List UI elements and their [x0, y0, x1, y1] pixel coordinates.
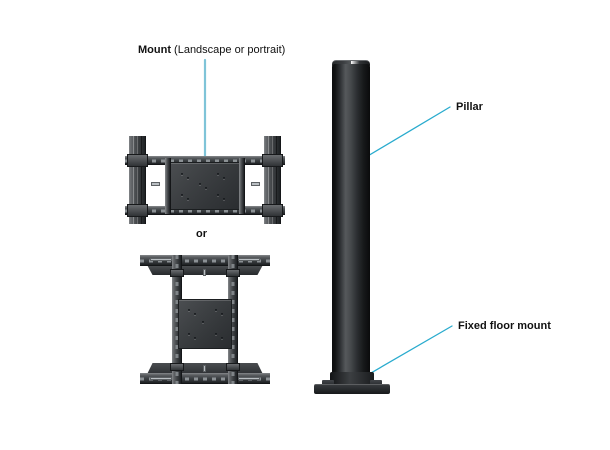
portrait-top-slot-right	[238, 258, 260, 261]
portrait-top-beam	[140, 255, 270, 266]
landscape-clamp-upper-right	[262, 154, 283, 167]
base-foot-right	[370, 380, 382, 387]
rail-slot-strip	[231, 255, 235, 384]
landscape-mount-assembly	[125, 136, 285, 228]
landscape-vesa-plate	[169, 162, 241, 210]
vesa-hole	[188, 333, 190, 335]
portrait-bottom-slot-right	[238, 377, 260, 380]
landscape-side-slot-right	[251, 182, 260, 186]
vesa-hole	[187, 198, 189, 200]
landscape-clamp-lower-right	[262, 204, 283, 217]
rail-slot-strip	[175, 255, 179, 384]
crossbar-slot-strip	[125, 159, 285, 162]
label-pillar: Pillar	[456, 101, 483, 114]
landscape-inner-rail-left	[165, 158, 171, 214]
beam-slot-strip	[140, 259, 270, 262]
portrait-mount-assembly	[140, 255, 270, 393]
portrait-bottom-beam	[140, 373, 270, 384]
landscape-side-slot-left	[151, 182, 160, 186]
label-or: or	[196, 228, 207, 240]
vesa-hole	[217, 194, 219, 196]
label-mount-regular: (Landscape or portrait)	[170, 44, 286, 56]
vesa-hole	[188, 309, 190, 311]
label-fixed-floor-mount: Fixed floor mount	[458, 320, 551, 333]
base-foot-left	[322, 380, 334, 387]
portrait-top-slot-left	[150, 258, 172, 261]
vesa-hole	[194, 313, 196, 315]
label-mount-bold: Mount	[138, 44, 171, 56]
vesa-hole	[181, 194, 183, 196]
fixed-floor-mount-assembly	[312, 372, 392, 398]
vesa-hole	[215, 333, 217, 335]
label-mount: Mount (Landscape or portrait)	[138, 44, 285, 57]
pillar-top-cap	[332, 60, 370, 67]
portrait-vesa-plate	[178, 299, 232, 349]
vesa-hole	[194, 337, 196, 339]
landscape-inner-rail-right	[239, 158, 245, 214]
vesa-hole	[221, 337, 223, 339]
portrait-clamp-bottom-left	[170, 363, 184, 371]
portrait-clamp-top-left	[170, 269, 184, 277]
landscape-clamp-upper-left	[127, 154, 148, 167]
vesa-hole	[205, 187, 207, 189]
portrait-center-tab-top	[203, 269, 206, 276]
portrait-clamp-top-right	[226, 269, 240, 277]
base-collar	[330, 372, 374, 384]
beam-slot-strip	[140, 377, 270, 380]
crossbar-slot-strip	[125, 209, 285, 212]
vesa-hole	[221, 313, 223, 315]
vesa-hole	[181, 173, 183, 175]
label-pillar-text: Pillar	[456, 101, 483, 113]
portrait-clamp-bottom-right	[226, 363, 240, 371]
portrait-center-tab-bottom	[203, 365, 206, 372]
vesa-hole	[223, 177, 225, 179]
vesa-hole	[187, 177, 189, 179]
vesa-hole	[215, 309, 217, 311]
portrait-bottom-slot-left	[150, 377, 172, 380]
vesa-hole	[217, 173, 219, 175]
vesa-hole	[199, 183, 201, 185]
base-plate	[314, 384, 390, 394]
label-fixed-floor-mount-text: Fixed floor mount	[458, 320, 551, 332]
vesa-hole	[223, 198, 225, 200]
pillar-assembly	[330, 60, 374, 390]
pillar-column	[332, 64, 370, 382]
vesa-hole	[202, 321, 204, 323]
landscape-clamp-lower-left	[127, 204, 148, 217]
